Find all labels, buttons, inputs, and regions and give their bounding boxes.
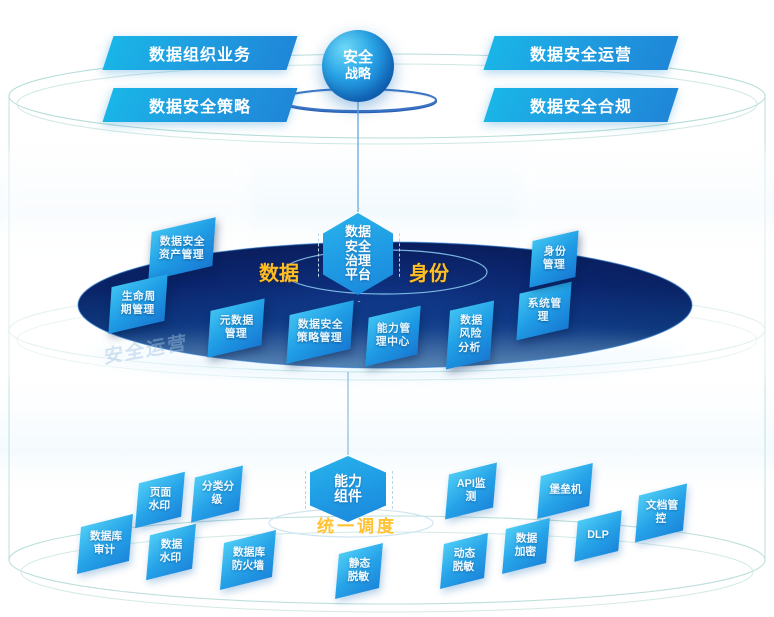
module-identity-management[interactable]: 身份 管理: [529, 230, 579, 288]
hexagon-dashed-outline: [318, 208, 400, 302]
middle-watermark: 安全运营: [104, 332, 189, 369]
capability-label-line2: 防火墙: [231, 559, 264, 573]
capability-data-watermark[interactable]: 数据 水印: [146, 523, 196, 581]
capability-data-encryption[interactable]: 数据 加密: [502, 518, 550, 574]
module-label-line2: 策略管理: [296, 331, 343, 345]
hexagon-label-line1: 能力: [334, 472, 362, 489]
module-label-line1: 数据安全: [159, 235, 206, 248]
capability-label-line1: API监: [457, 477, 486, 490]
banner-label: 数据安全合规: [529, 99, 632, 116]
module-metadata-management[interactable]: 元数据 管理: [207, 298, 265, 358]
module-label-line2: 风险: [458, 328, 482, 341]
capability-label-line2: 加密: [514, 545, 537, 559]
module-data-security-asset-management[interactable]: 数据安全 资产管理: [148, 217, 216, 281]
capability-dlp[interactable]: DLP: [574, 510, 622, 562]
module-label-line2: 期管理: [120, 303, 155, 317]
capability-dynamic-desensitization[interactable]: 动态 脱敏: [440, 533, 488, 589]
capability-label-line2: 测: [465, 490, 476, 504]
module-label-line1: 能力管: [376, 322, 411, 335]
module-label-line2: 资产管理: [158, 248, 205, 262]
module-label-line2: 理中心: [375, 335, 410, 349]
module-label-line1: 数据安全: [297, 318, 344, 331]
capability-document-control[interactable]: 文档管 控: [634, 483, 688, 543]
capability-label-line1: 数据库: [89, 530, 122, 543]
module-label-line1: 元数据: [219, 314, 254, 327]
capability-label-line1: 页面: [149, 486, 172, 499]
module-capability-management-center[interactable]: 能力管 理中心: [365, 305, 421, 367]
sphere-label-line1: 安全: [342, 49, 373, 67]
capability-label-line2: 审计: [93, 543, 116, 557]
capability-label-line1: 数据: [160, 538, 183, 551]
capability-label-line2: 控: [655, 512, 666, 526]
capability-label-line2: 脱敏: [347, 570, 370, 584]
capability-label-line1: 数据: [515, 532, 538, 545]
module-label-line1: 身份: [543, 245, 566, 258]
hexagon-dashed-outline: [305, 451, 393, 529]
capability-static-desensitization[interactable]: 静态 脱敏: [335, 543, 383, 599]
banner-data-organization-business[interactable]: 数据组织业务: [102, 36, 298, 70]
hexagon-label-line2: 安全: [344, 238, 371, 254]
capability-label-line1: DLP: [587, 529, 609, 542]
security-strategy-sphere[interactable]: 安全 战略: [322, 30, 394, 102]
module-data-security-policy-management[interactable]: 数据安全 策略管理: [286, 300, 354, 364]
hexagon-label-line1: 数据: [344, 224, 371, 240]
module-lifecycle-management[interactable]: 生命周 期管理: [108, 274, 168, 334]
capability-database-audit[interactable]: 数据库 审计: [76, 514, 134, 574]
capability-label-line1: 数据库: [232, 546, 265, 559]
module-label-line2: 理: [537, 310, 550, 324]
module-label-line2: 管理: [224, 327, 247, 341]
capability-bastion-host[interactable]: 堡垒机: [537, 463, 593, 519]
hexagon-label-line2: 组件: [334, 488, 362, 504]
banner-label: 数据组织业务: [148, 47, 251, 64]
module-label-line3: 分析: [457, 341, 481, 355]
hexagon-label-line4: 平台: [344, 267, 371, 283]
capability-label-line1: 堡垒机: [548, 484, 582, 497]
capability-components-hexagon[interactable]: 能力 组件: [305, 451, 393, 529]
word-identity: 身份: [409, 263, 449, 285]
banner-data-security-compliance[interactable]: 数据安全合规: [483, 88, 679, 122]
unified-scheduling-label: 统一调度: [317, 517, 397, 536]
word-data: 数据: [259, 263, 299, 285]
hexagon-label-line3: 治理: [344, 253, 371, 268]
capability-page-watermark[interactable]: 页面 水印: [135, 471, 185, 529]
module-label-line1: 系统管: [527, 297, 562, 310]
banner-data-security-operations[interactable]: 数据安全运营: [483, 36, 679, 70]
capability-label-line1: 静态: [348, 557, 371, 570]
capability-label-line1: 动态: [453, 547, 476, 560]
capability-classification-grading[interactable]: 分类分 级: [191, 465, 243, 523]
banner-label: 数据安全策略: [148, 99, 251, 116]
capability-label-line2: 脱敏: [452, 560, 475, 574]
capability-database-firewall[interactable]: 数据库 防火墙: [219, 530, 277, 590]
capability-label-line1: 文档管: [645, 499, 678, 512]
banner-data-security-policy[interactable]: 数据安全策略: [102, 88, 298, 122]
banner-label: 数据安全运营: [529, 47, 632, 64]
capability-api-monitoring[interactable]: API监 测: [445, 462, 497, 520]
capability-label-line2: 水印: [148, 499, 171, 513]
sphere-label-line2: 战略: [344, 66, 371, 82]
capability-label-line1: 分类分: [201, 480, 234, 493]
module-data-risk-analysis[interactable]: 数据 风险 分析: [445, 300, 495, 370]
module-label-line1: 数据: [459, 314, 483, 327]
capability-label-line2: 级: [211, 493, 222, 507]
capability-label-line2: 水印: [159, 551, 182, 565]
central-platform-hexagon[interactable]: 数据 安全 治理 平台: [318, 208, 400, 302]
module-label-line2: 管理: [542, 258, 565, 272]
module-label-line1: 生命周: [121, 290, 156, 303]
module-system-management[interactable]: 系统管 理: [516, 281, 572, 341]
